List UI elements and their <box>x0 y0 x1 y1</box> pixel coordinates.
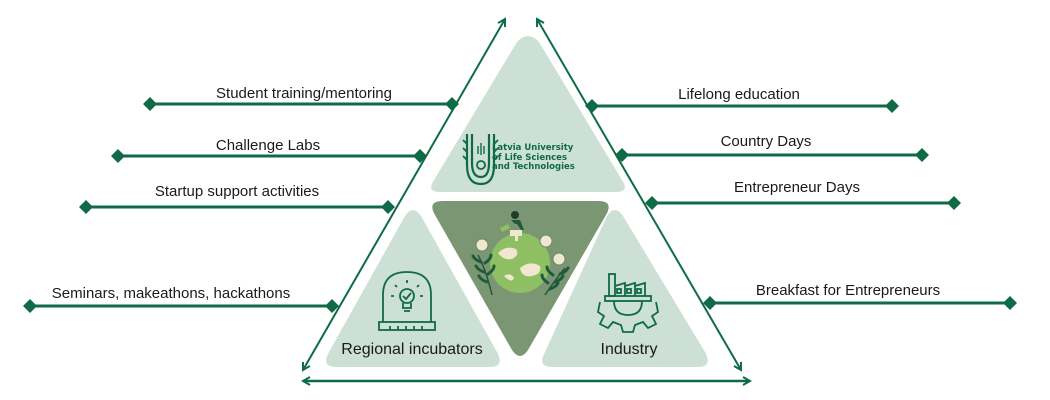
diamond-marker <box>947 196 961 210</box>
diamond-marker <box>413 149 427 163</box>
left-side-arrow <box>303 19 505 370</box>
activity-breakfast: Breakfast for Entrepreneurs <box>755 282 941 299</box>
activity-startup-support: Startup support activities <box>154 183 320 200</box>
diamond-marker <box>445 97 459 111</box>
diamond-marker <box>23 299 37 313</box>
regional-incubators-label: Regional incubators <box>341 341 483 358</box>
activity-entrepreneur-days: Entrepreneur Days <box>734 179 860 196</box>
university-name-line-2: of Life Sciences <box>492 152 568 163</box>
diamond-marker <box>885 99 899 113</box>
right-side-arrow <box>537 19 741 370</box>
activity-student-training: Student training/mentoring <box>216 85 392 102</box>
diamond-marker <box>703 296 717 310</box>
globe-watering-plants-illustration <box>471 211 570 296</box>
diamond-marker <box>143 97 157 111</box>
university-name-line-3: and Technologies <box>492 162 575 172</box>
university-name-line-1: Latvia University <box>492 143 574 153</box>
activity-seminars: Seminars, makeathons, hackathons <box>51 285 291 302</box>
diamond-marker <box>1003 296 1017 310</box>
lightbulb-incubator-icon <box>378 271 436 331</box>
factory-gear-icon <box>596 273 660 333</box>
diamond-marker <box>111 149 125 163</box>
university-name: Latvia University of Life Sciences and T… <box>492 143 575 173</box>
industry-label: Industry <box>600 341 658 358</box>
diamond-marker <box>585 99 599 113</box>
diamond-marker <box>381 200 395 214</box>
diamond-marker <box>79 200 93 214</box>
activity-challenge-labs: Challenge Labs <box>215 137 321 154</box>
diamond-marker <box>645 196 659 210</box>
activity-country-days: Country Days <box>720 133 812 150</box>
activity-lifelong-education: Lifelong education <box>678 86 800 103</box>
diamond-marker <box>615 148 629 162</box>
diamond-marker <box>915 148 929 162</box>
university-logo-icon <box>462 134 499 186</box>
diamond-marker <box>325 299 339 313</box>
